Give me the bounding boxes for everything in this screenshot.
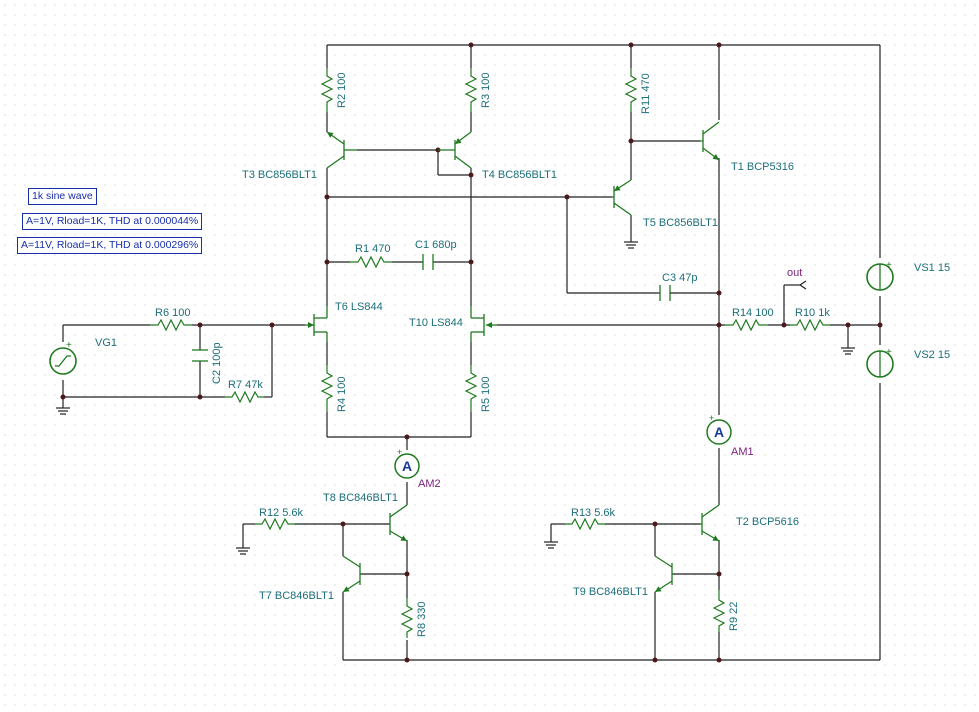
label-r8: R8 330	[416, 602, 428, 637]
ground-r12	[236, 547, 250, 555]
label-r10: R10 1k	[795, 307, 830, 319]
label-t1: T1 BCP5316	[731, 161, 794, 173]
svg-text:+: +	[886, 347, 892, 358]
ammeter-am2: A +	[394, 447, 420, 479]
label-c1: C1 680p	[415, 239, 457, 251]
ground-t5	[624, 241, 638, 249]
resistor-r2	[320, 68, 334, 112]
label-r2: R2 100	[336, 73, 348, 108]
label-c3: C3 47p	[662, 272, 697, 284]
ammeter-am1: A +	[706, 413, 732, 445]
meters: A + A +	[394, 413, 732, 479]
resistor-r6	[150, 318, 192, 332]
resistor-r7	[225, 390, 264, 404]
label-vs1: VS1 15	[914, 262, 950, 274]
capacitors	[192, 254, 688, 362]
junctions	[60, 42, 883, 663]
label-r3: R3 100	[480, 73, 492, 108]
transistor-t8	[389, 504, 408, 542]
label-vs2: VS2 15	[914, 349, 950, 361]
label-am1: AM1	[731, 446, 754, 458]
label-t9: T9 BC846BLT1	[573, 586, 648, 598]
transistor-t3	[326, 131, 357, 169]
resistor-r14	[725, 318, 768, 332]
sources: + + +	[49, 260, 894, 378]
label-r9: R9 22	[728, 602, 740, 631]
ground-vg1	[56, 407, 70, 415]
label-r14: R14 100	[732, 307, 774, 319]
resistor-r5	[464, 365, 478, 412]
transistor-t9	[654, 555, 673, 593]
note-signal: 1k sine wave	[28, 188, 97, 205]
wires	[62, 44, 881, 661]
svg-text:A: A	[402, 458, 412, 474]
output-probe	[799, 280, 807, 290]
transistor-t2	[700, 504, 720, 542]
label-am2: AM2	[418, 478, 441, 490]
note-thd-11v: A=11V, Rload=1K, THD at 0.000296%	[17, 237, 203, 254]
label-r5: R5 100	[480, 377, 492, 412]
resistor-r13	[565, 517, 605, 531]
signal-generator-vg1: +	[49, 340, 77, 375]
svg-text:A: A	[714, 424, 724, 440]
note-thd-1v: A=1V, Rload=1K, THD at 0.000044%	[22, 213, 203, 230]
label-vg1: VG1	[95, 337, 117, 349]
label-r4: R4 100	[336, 377, 348, 412]
label-r12: R12 5.6k	[259, 507, 304, 519]
grounds	[56, 241, 855, 555]
voltage-source-vs2: +	[866, 347, 894, 378]
transistor-t7	[342, 555, 361, 593]
label-t8: T8 BC846BLT1	[323, 492, 398, 504]
label-t6: T6 LS844	[335, 301, 383, 313]
label-t3: T3 BC856BLT1	[242, 169, 317, 181]
label-t2: T2 BCP5616	[736, 516, 799, 528]
ground-r13	[544, 541, 558, 549]
transistor-t6	[305, 306, 328, 342]
svg-text:+: +	[886, 260, 892, 271]
svg-text:+: +	[709, 413, 714, 423]
resistor-r11	[624, 68, 638, 112]
capacitor-c3	[659, 285, 688, 301]
resistors	[150, 68, 830, 638]
resistor-r8	[400, 598, 414, 638]
label-t4: T4 BC856BLT1	[482, 169, 557, 181]
transistor-t4	[438, 131, 472, 169]
resistor-r9	[712, 590, 726, 632]
label-r11: R11 470	[640, 73, 652, 114]
label-t7: T7 BC846BLT1	[259, 590, 334, 602]
label-r1: R1 470	[355, 243, 390, 255]
capacitor-c2	[192, 349, 208, 362]
resistor-r1	[350, 255, 392, 269]
resistor-r3	[464, 68, 478, 112]
resistor-r12	[255, 517, 295, 531]
label-r13: R13 5.6k	[571, 507, 616, 519]
svg-text:+: +	[66, 340, 72, 351]
label-r6: R6 100	[155, 307, 190, 319]
transistors	[305, 121, 720, 593]
capacitor-c1	[422, 254, 434, 270]
transistor-t10	[470, 306, 497, 342]
label-c2: C2 100p	[211, 342, 223, 384]
label-r7: R7 47k	[228, 379, 263, 391]
label-t5: T5 BC856BLT1	[643, 217, 718, 229]
voltage-source-vs1: +	[866, 260, 894, 291]
svg-text:+: +	[397, 447, 402, 457]
transistor-t1	[700, 121, 720, 161]
label-out: out	[787, 267, 802, 279]
transistor-t5	[612, 179, 632, 216]
ground-output	[841, 347, 855, 355]
labels: R2 100 R3 100 R11 470 T3 BC856BLT1 T4 BC…	[95, 73, 950, 637]
label-t10: T10 LS844	[409, 317, 463, 329]
resistor-r4	[320, 365, 334, 412]
resistor-r10	[790, 318, 830, 332]
